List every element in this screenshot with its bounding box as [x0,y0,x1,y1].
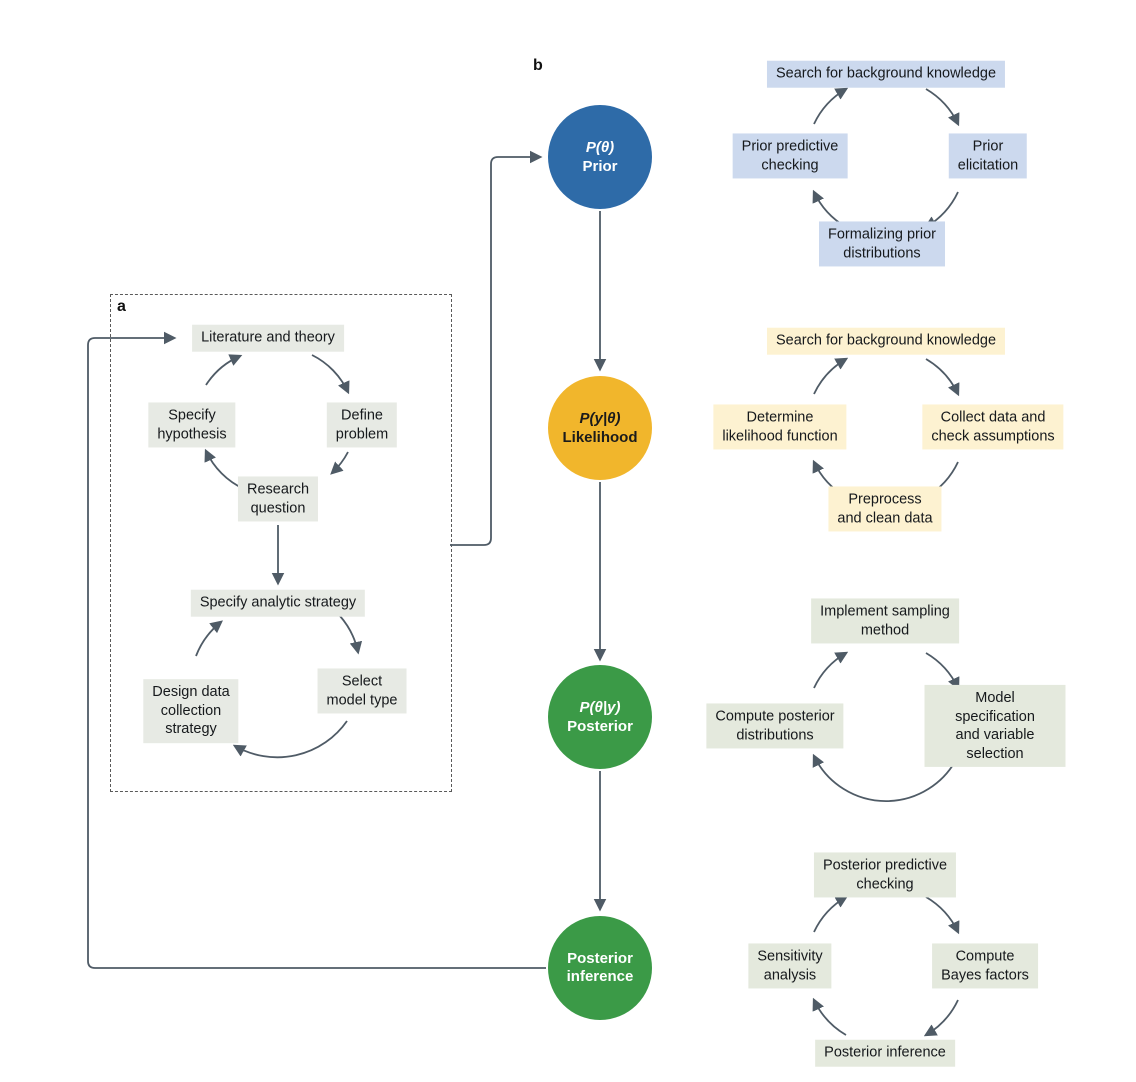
box-design-data-collection-strategy: Design data collection strategy [143,679,239,743]
arrow-predictive-checking-to-search [813,87,849,125]
box-compute-bayes-factors: Compute Bayes factors [932,943,1038,989]
prior-formula: P(θ) [585,139,615,157]
arrow-posterior-inference-to-sensitivity [812,997,847,1036]
likelihood-formula: P(y|θ) [579,410,621,428]
box-prior-elicitation: Prior elicitation [948,133,1028,179]
stage-prior-circle: P(θ) Prior [548,105,652,209]
posterior-formula: P(θ|y) [579,699,621,717]
stage-posterior-circle: P(θ|y) Posterior [548,665,652,769]
box-select-model-type: Select model type [317,668,407,714]
arrow-ppc-to-bayes-factors [925,896,960,935]
box-model-specification-variable-selection: Model specification and variable selecti… [924,684,1066,768]
stage-posterior-inference-circle: Posterior inference [548,916,652,1020]
arrow-panel-a-to-prior [450,150,543,546]
prior-name: Prior [582,157,618,175]
likelihood-name: Likelihood [562,428,638,446]
arrow-implement-to-model-spec [925,652,960,691]
stage-likelihood-circle: P(y|θ) Likelihood [548,376,652,480]
box-research-question: Research question [237,476,319,522]
box-preprocess-and-clean-data: Preprocess and clean data [828,486,942,532]
box-posterior-inference: Posterior inference [815,1039,955,1067]
box-specify-analytic-strategy: Specify analytic strategy [190,589,366,617]
box-determine-likelihood-function: Determine likelihood function [713,404,847,450]
box-collect-data-check-assumptions: Collect data and check assumptions [922,404,1064,450]
box-posterior-predictive-checking: Posterior predictive checking [813,852,957,898]
box-implement-sampling-method: Implement sampling method [811,598,959,644]
box-formalizing-prior-distributions: Formalizing prior distributions [819,221,945,267]
arrow-likelihood-search-to-collect [925,358,960,397]
box-prior-predictive-checking: Prior predictive checking [732,133,848,179]
arrow-bayes-factors-to-posterior-inference [923,999,959,1037]
posterior-inference-name: Posterior inference [566,950,634,985]
arrow-sensitivity-to-ppc [813,895,849,933]
box-define-problem: Define problem [326,402,398,448]
arrow-determine-to-search [813,357,849,395]
posterior-name: Posterior [567,717,633,735]
panel-b-label: b [533,57,543,74]
box-likelihood-search-background: Search for background knowledge [766,327,1006,355]
arrow-compute-posterior-to-implement [813,651,849,689]
arrow-prior-search-to-elicitation [925,88,960,127]
box-compute-posterior-distributions: Compute posterior distributions [706,703,844,749]
box-specify-hypothesis: Specify hypothesis [148,402,236,448]
box-prior-search-background: Search for background knowledge [766,60,1006,88]
box-literature-and-theory: Literature and theory [192,324,344,352]
panel-a-label: a [117,298,126,315]
box-sensitivity-analysis: Sensitivity analysis [748,943,832,989]
